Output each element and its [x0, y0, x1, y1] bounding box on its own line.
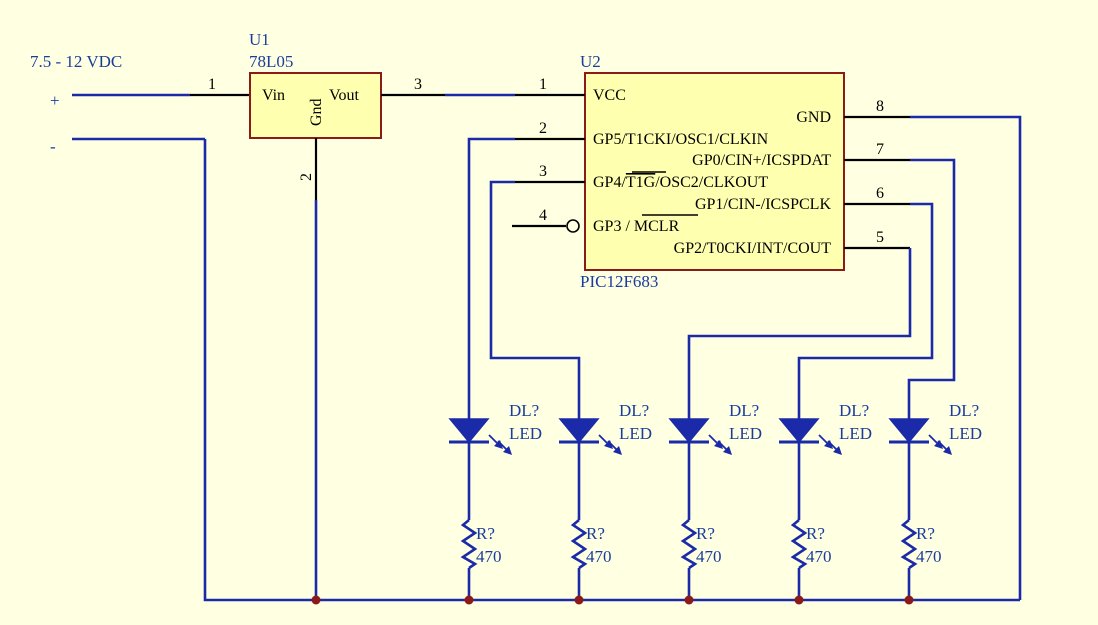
resistor-zigzag — [460, 519, 478, 570]
u2-pin6-number: 6 — [876, 185, 884, 202]
u2-pin5-number: 5 — [876, 229, 884, 246]
u1-vout-label: Vout — [329, 87, 359, 104]
led-type: LED — [839, 424, 872, 443]
u1-pin2-number: 2 — [298, 173, 315, 181]
u2-pin7-number: 7 — [876, 141, 884, 158]
u1-part: 78L05 — [249, 52, 293, 71]
resistor-zigzag — [900, 519, 918, 570]
resistor-value: 470 — [916, 547, 942, 566]
resistor-ref: R? — [476, 524, 495, 543]
led-arrow-head — [943, 446, 952, 455]
wire-mcu-ground — [910, 115, 1022, 600]
resistor-zigzag — [680, 519, 698, 570]
led-type: LED — [509, 424, 542, 443]
u2-pin8-name: GND — [796, 109, 831, 126]
u2-pin3-number: 3 — [539, 163, 547, 180]
branch-5: DL? LED R? 470 — [888, 401, 982, 600]
led-ref: DL? — [619, 401, 649, 420]
resistor-value: 470 — [586, 547, 612, 566]
wire-gp4-to-led2 — [489, 180, 581, 420]
u2-pin4-name: GP3 / MCLR — [593, 218, 680, 235]
junction-dot — [794, 595, 804, 605]
u2-pin1-name: VCC — [593, 87, 626, 104]
led-resistor-branches: DL? LED R? 470 DL? LED R? 470 DL? LED R? 470 DL? LED R… — [448, 401, 982, 600]
supply-plus-label: + — [50, 91, 60, 110]
wire-gp5-to-led1 — [467, 137, 515, 420]
resistor-zigzag — [570, 519, 588, 570]
led-ref: DL? — [509, 401, 539, 420]
led-type: LED — [949, 424, 982, 443]
u2-pin7-name: GP0/CIN+/ICSPDAT — [692, 152, 831, 169]
u2-pin6-name: GP1/CIN-/ICSPCLK — [695, 196, 831, 213]
u2-pin4-inversion-bubble — [566, 219, 580, 233]
led-ref: DL? — [729, 401, 759, 420]
led-arrow-head — [833, 446, 842, 455]
resistor-ref: R? — [916, 524, 935, 543]
junctions — [311, 595, 914, 605]
u1-vin-label: Vin — [262, 87, 285, 104]
u1-pin1-number: 1 — [208, 76, 216, 93]
junction-dot — [311, 595, 321, 605]
resistor-value: 470 — [696, 547, 722, 566]
led-triangle — [888, 418, 930, 444]
branch-1: DL? LED R? 470 — [448, 401, 542, 600]
regulator-u1: U1 78L05 1 Vin Vout Gnd 3 2 — [190, 30, 445, 200]
led-arrow-head — [934, 440, 943, 449]
supply-input: 7.5 - 12 VDC + - — [30, 52, 205, 156]
u2-ref: U2 — [580, 52, 601, 71]
junction-dot — [684, 595, 694, 605]
u2-body — [584, 72, 845, 271]
u2-pin2-name: GP5/T1CKI/OSC1/CLKIN — [593, 131, 769, 148]
led-type: LED — [729, 424, 762, 443]
wires — [203, 93, 1022, 602]
junction-dot — [904, 595, 914, 605]
wire-ground-bus — [203, 139, 1020, 602]
junction-dot — [464, 595, 474, 605]
led-arrow-head — [613, 446, 622, 455]
led-triangle — [558, 418, 600, 444]
wire-gp0-to-led5 — [907, 158, 956, 420]
resistor-value: 470 — [806, 547, 832, 566]
u2-pin5-name: GP2/T0CKI/INT/COUT — [674, 240, 832, 257]
resistor-zigzag — [790, 519, 808, 570]
led-triangle — [778, 418, 820, 444]
wire-gp2-to-led3 — [687, 248, 912, 420]
u1-gnd-label: Gnd — [308, 98, 325, 126]
junction-dot — [574, 595, 584, 605]
led-arrow-head — [723, 446, 732, 455]
led-triangle — [668, 418, 710, 444]
led-ref: DL? — [839, 401, 869, 420]
u2-pin1-number: 1 — [539, 76, 547, 93]
led-type: LED — [619, 424, 652, 443]
branch-3: DL? LED R? 470 — [668, 401, 762, 600]
supply-voltage-label: 7.5 - 12 VDC — [30, 52, 122, 71]
led-arrow-head — [604, 440, 613, 449]
u1-body — [249, 72, 382, 139]
led-arrow-head — [503, 446, 512, 455]
u2-pin8-number: 8 — [876, 98, 884, 115]
u1-ref: U1 — [249, 30, 270, 49]
led-triangle — [448, 418, 490, 444]
resistor-ref: R? — [586, 524, 605, 543]
led-arrow-head — [494, 440, 503, 449]
led-arrow-head — [824, 440, 833, 449]
resistor-ref: R? — [696, 524, 715, 543]
mcu-u2: U2 PIC12F683 1 VCC 2 GP5/T1CKI/OSC1/CLKI… — [512, 52, 910, 291]
resistor-ref: R? — [806, 524, 825, 543]
branch-4: DL? LED R? 470 — [778, 401, 872, 600]
branch-2: DL? LED R? 470 — [558, 401, 652, 600]
led-arrow-head — [714, 440, 723, 449]
wire-gp1-to-led4 — [797, 202, 934, 420]
u2-pin4-number: 4 — [539, 207, 547, 224]
resistor-value: 470 — [476, 547, 502, 566]
u2-pin2-number: 2 — [539, 120, 547, 137]
u2-pin3-name: GP4/T1G/OSC2/CLKOUT — [593, 174, 768, 191]
led-ref: DL? — [949, 401, 979, 420]
u1-pin3-number: 3 — [414, 76, 422, 93]
u2-part: PIC12F683 — [580, 272, 658, 291]
supply-minus-label: - — [50, 137, 56, 156]
